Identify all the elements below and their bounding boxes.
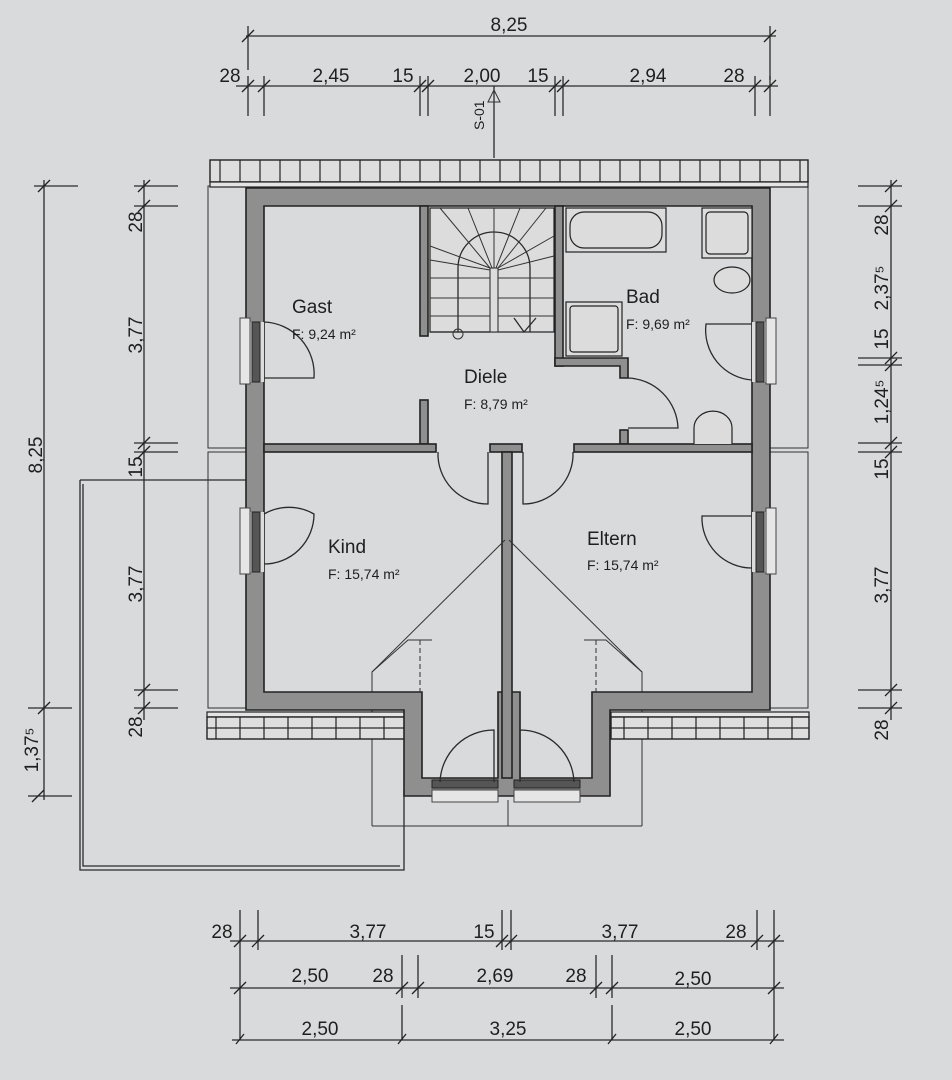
dim-right-1: 28 xyxy=(872,214,893,235)
room-name-gast: Gast xyxy=(292,297,333,318)
dim-top-4: 2,00 xyxy=(464,66,501,87)
dim-top-7: 28 xyxy=(723,66,744,87)
window-gast xyxy=(239,317,261,385)
room-area-eltern: F: 15,74 m² xyxy=(587,557,659,573)
room-name-kind: Kind xyxy=(328,537,366,558)
dim-right-2: 2,37⁵ xyxy=(872,266,893,311)
dim-left-1: 28 xyxy=(126,211,147,232)
shower xyxy=(701,207,753,259)
dormer-swing-right xyxy=(519,729,575,783)
door-bad xyxy=(627,377,679,429)
dim-bottom-r1-3: 15 xyxy=(473,922,494,943)
window-eltern xyxy=(755,507,777,575)
dim-bottom-r3-1: 2,50 xyxy=(302,1019,339,1040)
bottom-dimensions: 28 3,77 15 3,77 28 2,50 28 2,69 28 2,50 … xyxy=(211,910,784,1045)
toilet xyxy=(713,266,751,294)
terrace-outline xyxy=(79,479,405,871)
dormer-window-left xyxy=(431,779,499,803)
door-swings xyxy=(263,321,753,783)
dim-bottom-r2-3: 2,69 xyxy=(477,966,514,987)
washbasin-cabinet xyxy=(565,301,623,357)
washbasin xyxy=(693,410,733,444)
dormer-window-right xyxy=(513,779,581,803)
door-eltern xyxy=(522,451,574,505)
door-kind xyxy=(437,451,489,505)
section-marker-label: S-01 xyxy=(471,100,487,130)
dim-left-total: 8,25 xyxy=(26,437,47,474)
dim-bottom-r2-5: 2,50 xyxy=(675,969,712,990)
dim-bottom-r2-2: 28 xyxy=(372,966,393,987)
dormer-lines xyxy=(371,539,643,692)
dim-bottom-r2-1: 2,50 xyxy=(292,966,329,987)
dim-bottom-r1-5: 28 xyxy=(725,922,746,943)
room-name-diele: Diele xyxy=(464,367,507,388)
window-bad xyxy=(755,317,777,385)
windows xyxy=(239,317,777,803)
window-swing-bad xyxy=(704,323,753,381)
room-area-kind: F: 15,74 m² xyxy=(328,566,400,582)
dim-top-5: 15 xyxy=(527,66,548,87)
room-area-bad: F: 9,69 m² xyxy=(626,316,690,332)
window-kind xyxy=(239,507,261,575)
dim-right-5: 15 xyxy=(872,458,893,479)
right-dimensions: 28 2,37⁵ 15 1,24⁵ 15 3,77 28 xyxy=(858,179,902,741)
bath-fixtures xyxy=(565,207,753,444)
dim-top-1: 28 xyxy=(219,66,240,87)
dim-bottom-r3-3: 2,50 xyxy=(675,1019,712,1040)
top-dimensions: 8,25 28 2,45 15 2,00 15 2,94 28 S-01 xyxy=(219,15,778,158)
stair-direction-arrow-icon xyxy=(513,317,537,334)
dim-top-2: 2,45 xyxy=(313,66,350,87)
section-arrow-icon xyxy=(487,88,501,103)
dormer-swing-left xyxy=(439,729,495,783)
window-swing-eltern xyxy=(701,515,753,569)
dim-left-5: 28 xyxy=(126,716,147,737)
left-dimensions: 8,25 1,37⁵ 28 3,77 15 3,77 28 xyxy=(22,179,178,803)
room-labels: Gast F: 9,24 m² Diele F: 8,79 m² Bad F: … xyxy=(292,287,690,582)
dim-right-3: 15 xyxy=(872,328,893,349)
room-name-eltern: Eltern xyxy=(587,529,637,550)
roof-eaves xyxy=(206,159,810,740)
window-swing-gast xyxy=(263,321,315,379)
dim-top-3: 15 xyxy=(392,66,413,87)
dim-left-extension: 1,37⁵ xyxy=(22,728,43,773)
dim-bottom-r3-2: 3,25 xyxy=(490,1019,527,1040)
dim-bottom-r1-1: 28 xyxy=(211,922,232,943)
room-name-bad: Bad xyxy=(626,287,660,308)
dim-bottom-r2-4: 28 xyxy=(565,966,586,987)
room-area-diele: F: 8,79 m² xyxy=(464,396,528,412)
bathtub xyxy=(565,207,667,253)
dim-right-7: 28 xyxy=(872,719,893,740)
dim-right-4: 1,24⁵ xyxy=(872,380,893,425)
dim-left-2: 3,77 xyxy=(126,317,147,354)
dim-bottom-r1-4: 3,77 xyxy=(602,922,639,943)
dim-bottom-r1-2: 3,77 xyxy=(350,922,387,943)
window-swing-kind xyxy=(263,506,315,565)
dim-top-6: 2,94 xyxy=(630,66,667,87)
dim-left-4: 3,77 xyxy=(126,566,147,603)
dim-left-3: 15 xyxy=(126,456,147,477)
dim-top-total: 8,25 xyxy=(491,15,528,36)
staircase xyxy=(429,207,555,340)
room-area-gast: F: 9,24 m² xyxy=(292,326,356,342)
dim-right-6: 3,77 xyxy=(872,567,893,604)
